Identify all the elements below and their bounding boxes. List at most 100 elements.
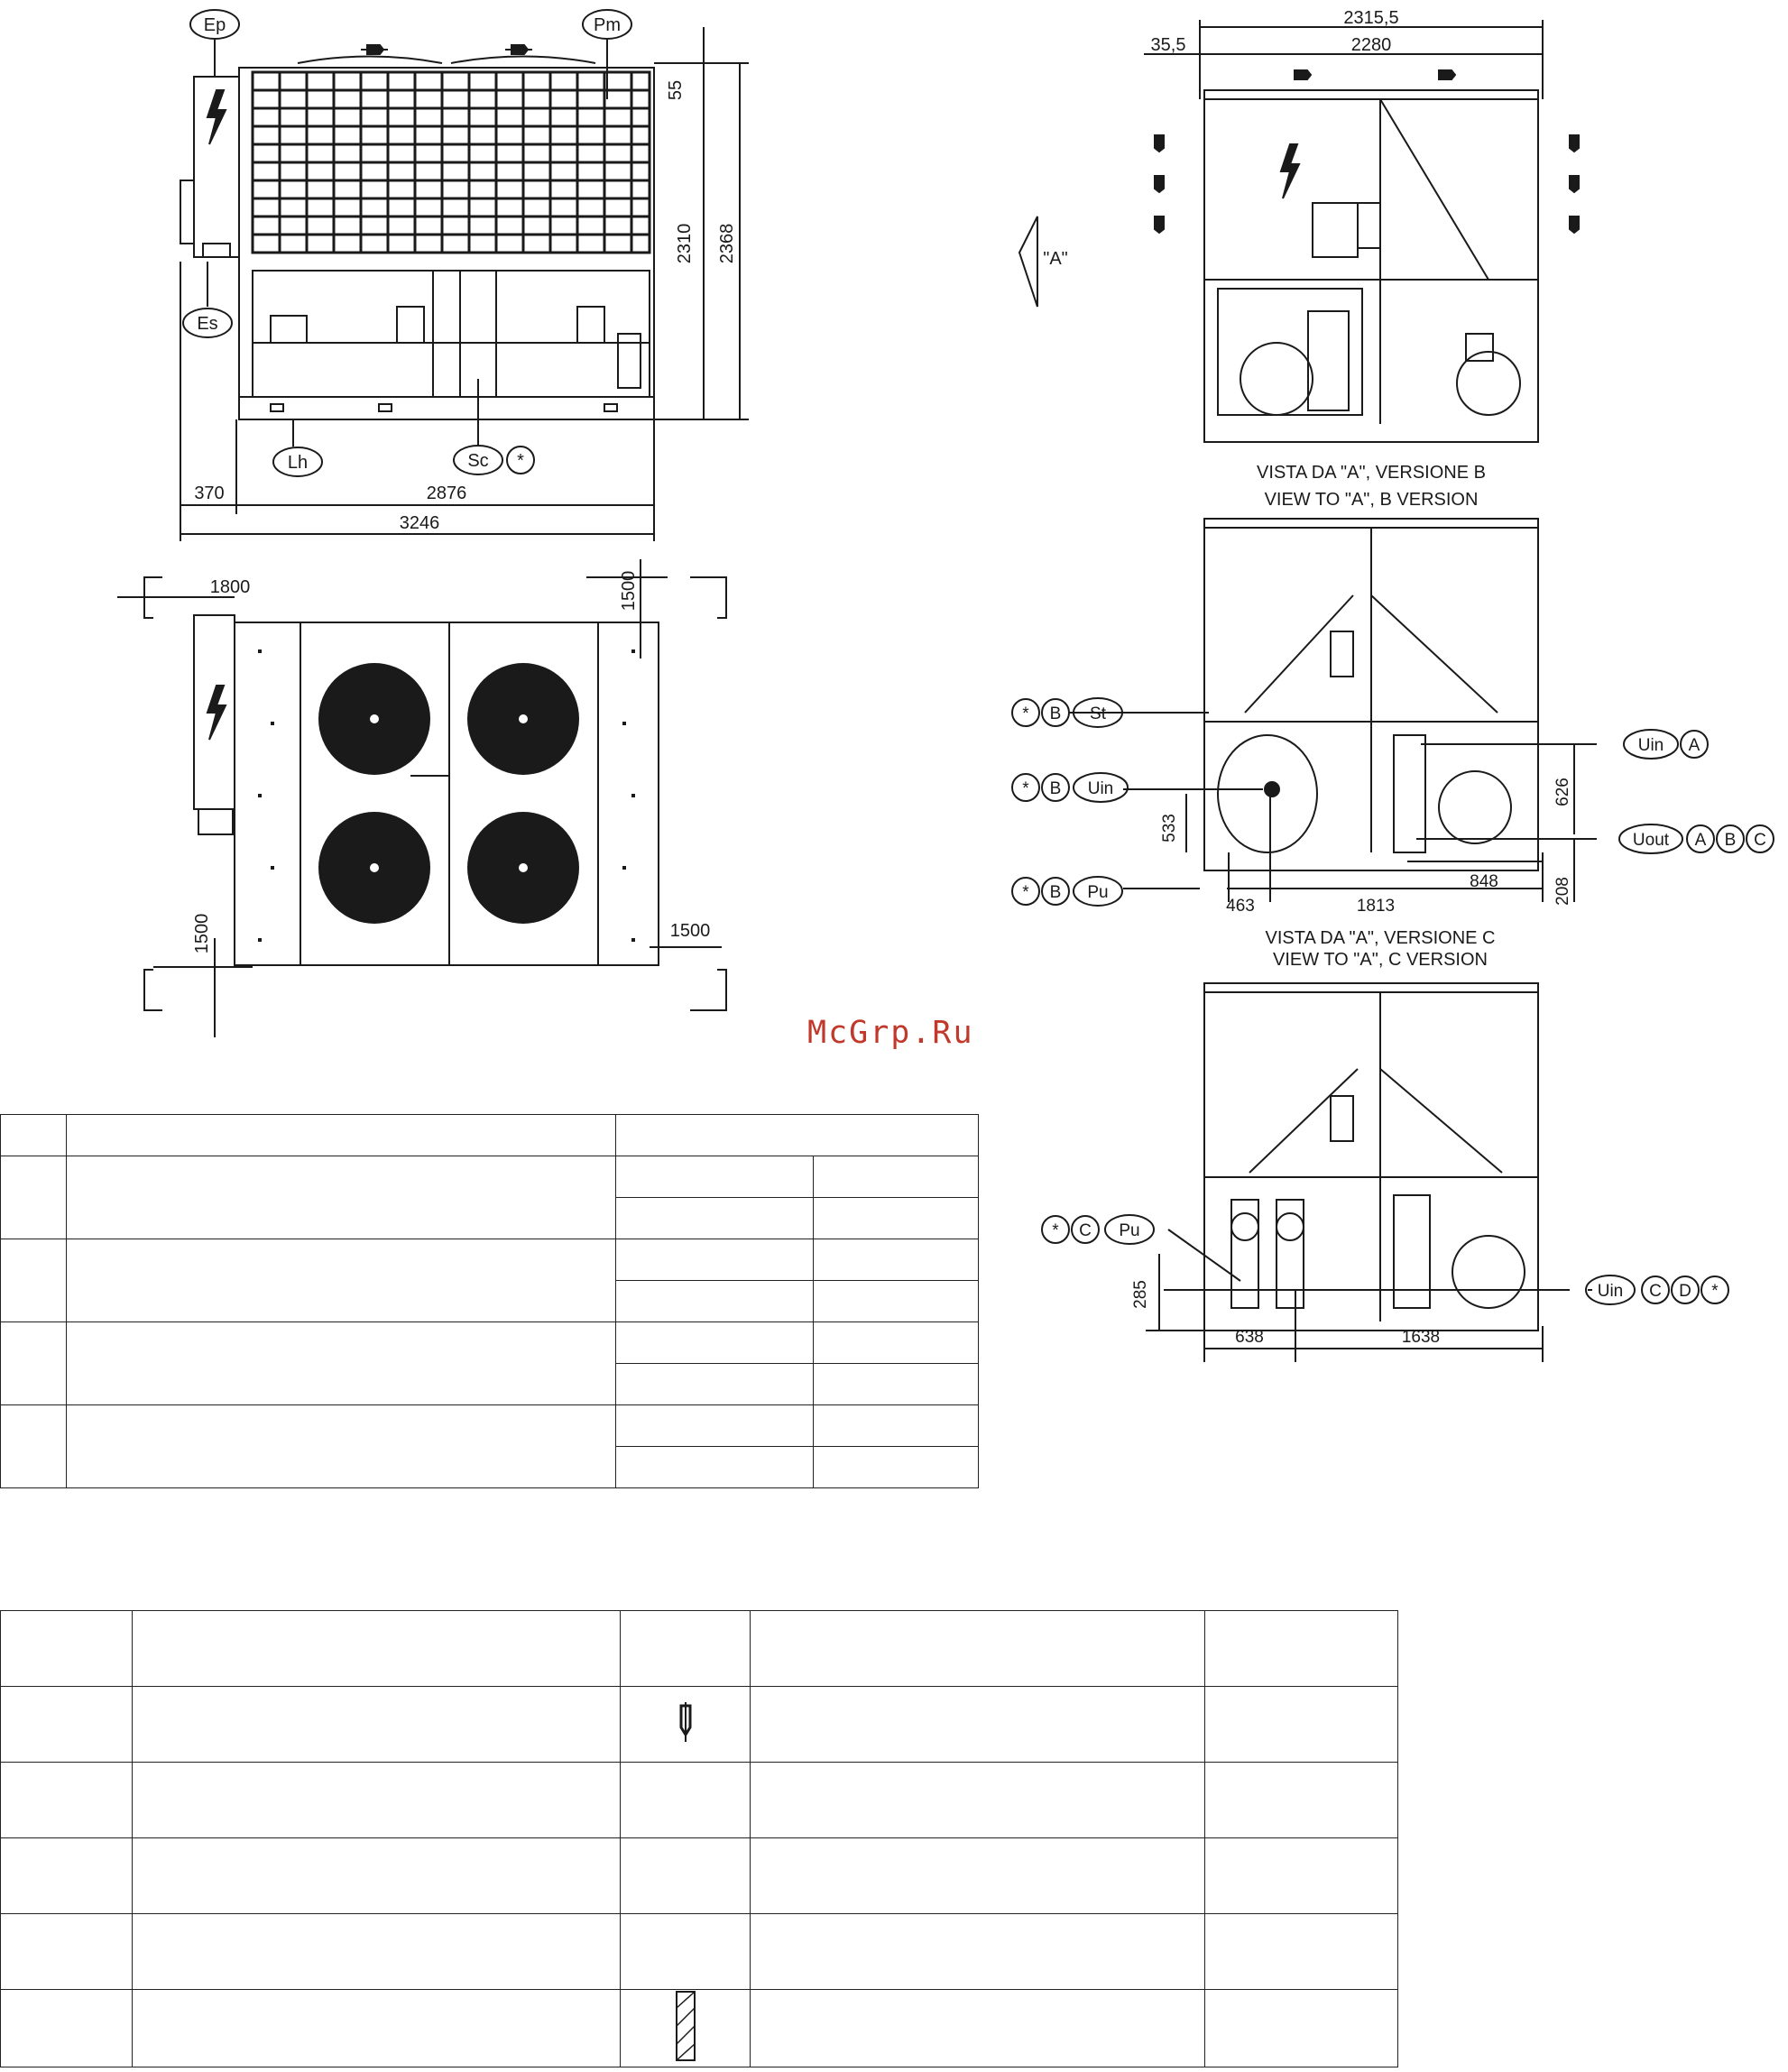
table-cell <box>615 1239 814 1281</box>
label-c-d: D <box>1679 1282 1691 1301</box>
label-ep: Ep <box>204 15 226 35</box>
table-cell <box>0 1686 133 1763</box>
table-cell <box>813 1446 979 1488</box>
table-cell <box>615 1321 814 1364</box>
table-cell <box>1204 1610 1398 1687</box>
dim-2876: 2876 <box>427 483 467 503</box>
table-cell <box>615 1404 814 1447</box>
label-b-b-3: B <box>1050 883 1062 902</box>
airflow-arrow-icon <box>1154 175 1165 194</box>
table-cell <box>132 1913 621 1990</box>
label-b-b-1: B <box>1050 704 1062 723</box>
table-cell <box>615 1363 814 1405</box>
dim-3246: 3246 <box>400 513 440 533</box>
dim-638: 638 <box>1235 1328 1264 1347</box>
dim-370: 370 <box>194 483 224 503</box>
table-cell <box>1204 1762 1398 1838</box>
table-cell <box>0 1610 133 1687</box>
hatched-panel-icon <box>675 1991 696 2061</box>
table-cell <box>66 1156 616 1239</box>
table-cell <box>615 1114 979 1156</box>
label-b-c: C <box>1754 831 1766 850</box>
dim-626: 626 <box>1553 778 1572 806</box>
dim-2280: 2280 <box>1351 35 1392 55</box>
dim-2315-5: 2315,5 <box>1343 8 1398 28</box>
label-star: * <box>517 451 524 471</box>
table-cell <box>615 1280 814 1322</box>
lightning-icon <box>206 685 227 741</box>
table-cell <box>132 1837 621 1914</box>
label-b-uin-left: Uin <box>1088 779 1114 798</box>
table-cell <box>750 1989 1205 2067</box>
table-cell <box>66 1404 616 1488</box>
label-b-st: St <box>1090 704 1107 723</box>
label-b-b-2: B <box>1050 779 1062 798</box>
table-cell <box>813 1280 979 1322</box>
table-cell <box>750 1837 1205 1914</box>
version-b-view: VISTA DA "A", VERSIONE B VIEW TO "A", B … <box>1011 463 1774 916</box>
table-cell <box>620 1610 751 1687</box>
airflow-arrow-icon <box>1294 69 1313 80</box>
label-c-c-2: C <box>1649 1282 1662 1301</box>
dim-1500-bottom-right: 1500 <box>670 921 711 941</box>
table-cell <box>615 1446 814 1488</box>
version-c-view: VISTA DA "A", VERSIONE C VIEW TO "A", C … <box>1041 928 1729 1362</box>
dim-1638: 1638 <box>1402 1328 1440 1347</box>
side-view-a: 2315,5 35,5 2280 "A" <box>1018 8 1580 443</box>
front-view: Ep Pm Es Lh Sc * 55 2310 2368 370 2876 3… <box>180 9 749 541</box>
airflow-arrow-icon <box>505 44 532 55</box>
airflow-arrow-icon <box>1154 134 1165 153</box>
table-cell <box>66 1114 616 1156</box>
table-cell <box>0 1989 133 2067</box>
table-cell <box>0 1837 133 1914</box>
table-cell <box>1204 1837 1398 1914</box>
label-b-star-3: * <box>1022 883 1029 902</box>
airflow-arrow-icon <box>1569 134 1580 153</box>
lightning-icon <box>206 89 227 145</box>
label-sc: Sc <box>467 451 488 471</box>
table-cell <box>813 1404 979 1447</box>
watermark: McGrp.Ru <box>807 1015 974 1051</box>
airflow-arrow-icon <box>1154 216 1165 235</box>
table-cell <box>620 1837 751 1914</box>
dim-2310: 2310 <box>675 224 695 264</box>
dim-848: 848 <box>1470 872 1498 891</box>
table-cell <box>0 1156 67 1239</box>
label-c-pu: Pu <box>1119 1221 1139 1240</box>
legend-table <box>0 1610 1398 2067</box>
lightning-icon <box>1279 143 1301 199</box>
view-a-label: "A" <box>1043 249 1068 269</box>
table-cell <box>0 1913 133 1990</box>
top-view: 1800 1500 1500 1500 <box>117 559 727 1037</box>
table-cell <box>66 1321 616 1405</box>
label-c-c-1: C <box>1079 1221 1092 1240</box>
label-c-star-2: * <box>1711 1282 1719 1301</box>
table-cell <box>620 1913 751 1990</box>
table-cell <box>132 1610 621 1687</box>
table-cell <box>620 1989 751 2067</box>
dim-533: 533 <box>1160 814 1179 843</box>
label-b-a-2: A <box>1695 831 1707 850</box>
table-cell <box>615 1156 814 1198</box>
table-cell <box>750 1913 1205 1990</box>
label-b-star-1: * <box>1022 704 1029 723</box>
airflow-arrow-icon <box>1438 69 1457 80</box>
table-cell <box>615 1197 814 1239</box>
table-cell <box>813 1363 979 1405</box>
coil-grid <box>251 70 651 254</box>
table-cell <box>0 1114 67 1156</box>
table-cell <box>813 1239 979 1281</box>
table-cell <box>132 1686 621 1763</box>
table-cell <box>66 1239 616 1322</box>
airflow-arrow-icon <box>1569 216 1580 235</box>
label-lh: Lh <box>288 453 308 473</box>
caption-c-en: VIEW TO "A", C VERSION <box>1273 950 1488 970</box>
table-cell <box>750 1762 1205 1838</box>
dim-35-5: 35,5 <box>1151 35 1186 55</box>
table-cell <box>813 1156 979 1198</box>
table-cell <box>132 1762 621 1838</box>
table-cell <box>132 1989 621 2067</box>
table-cell <box>750 1610 1205 1687</box>
label-b-b-4: B <box>1725 831 1737 850</box>
airflow-arrow-icon <box>679 1702 691 1742</box>
